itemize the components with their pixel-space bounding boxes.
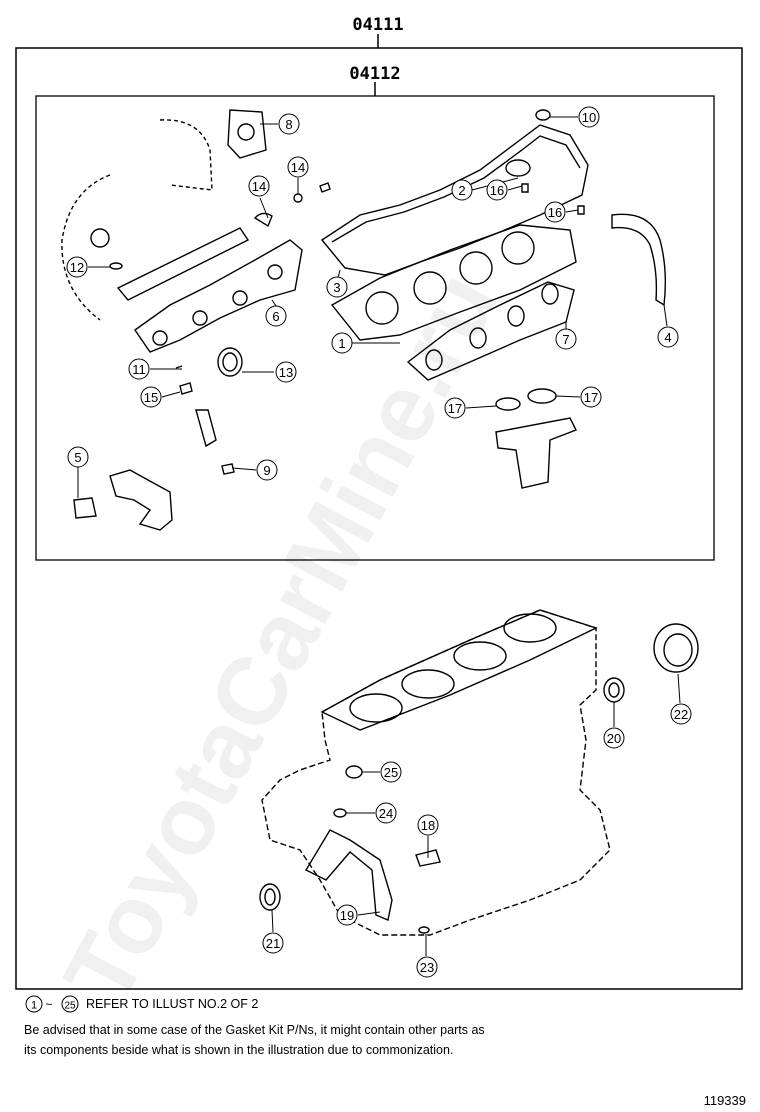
callout-24: 24	[375, 802, 397, 824]
note-refer: REFER TO ILLUST NO.2 OF 2	[86, 997, 259, 1011]
callout-12: 12	[66, 256, 88, 278]
svg-text:2: 2	[458, 183, 465, 198]
figure-number: 119339	[703, 1093, 746, 1108]
svg-text:9: 9	[263, 463, 270, 478]
svg-text:14: 14	[252, 179, 266, 194]
svg-text:19: 19	[340, 908, 354, 923]
svg-text:17: 17	[448, 401, 462, 416]
svg-text:20: 20	[607, 731, 621, 746]
note-range-start: 1	[31, 1000, 37, 1012]
svg-text:18: 18	[421, 818, 435, 833]
outer-frame	[15, 47, 743, 990]
svg-text:16: 16	[490, 183, 504, 198]
callout-16a: 16	[486, 179, 508, 201]
callout-1: 1	[331, 332, 353, 354]
note-line-2: Be advised that in some case of the Gask…	[24, 1023, 485, 1037]
outer-part-code: 04111	[352, 15, 403, 35]
callout-8: 8	[278, 113, 300, 135]
callout-bubbles: 1 2 3 4 5 6 7 8 9 10 11 12 13 14 14 15 1…	[66, 106, 692, 978]
svg-text:7: 7	[562, 332, 569, 347]
svg-text:5: 5	[74, 450, 81, 465]
svg-text:13: 13	[279, 365, 293, 380]
svg-text:21: 21	[266, 936, 280, 951]
callout-14b: 14	[287, 156, 309, 178]
callout-20: 20	[603, 727, 625, 749]
callout-22: 22	[670, 703, 692, 725]
note-range-end: 25	[64, 1001, 76, 1012]
svg-text:1: 1	[338, 336, 345, 351]
svg-text:15: 15	[144, 390, 158, 405]
svg-text:24: 24	[379, 806, 393, 821]
callout-19: 19	[336, 904, 358, 926]
callout-7: 7	[555, 328, 577, 350]
svg-text:23: 23	[420, 960, 434, 975]
inner-part-code: 04112	[349, 64, 400, 84]
note-line-3: its components beside what is shown in t…	[24, 1043, 454, 1057]
callout-6: 6	[265, 305, 287, 327]
callout-4: 4	[657, 326, 679, 348]
callout-25: 25	[380, 761, 402, 783]
callout-18: 18	[417, 814, 439, 836]
svg-text:14: 14	[291, 160, 305, 175]
svg-text:12: 12	[70, 260, 84, 275]
svg-text:17: 17	[584, 390, 598, 405]
callout-9: 9	[256, 459, 278, 481]
callout-13: 13	[275, 361, 297, 383]
svg-text:11: 11	[132, 362, 146, 377]
svg-text:10: 10	[582, 110, 596, 125]
note-range: 1 ~ 25	[25, 995, 79, 1013]
svg-text:8: 8	[285, 117, 292, 132]
callout-11: 11	[128, 358, 150, 380]
svg-text:22: 22	[674, 707, 688, 722]
upper-illustration	[61, 109, 667, 531]
svg-text:3: 3	[333, 280, 340, 295]
callout-2: 2	[451, 179, 473, 201]
leader-lines	[77, 116, 681, 956]
callout-17a: 17	[444, 397, 466, 419]
inner-frame	[35, 95, 715, 561]
lower-illustration	[259, 609, 699, 936]
callout-15: 15	[140, 386, 162, 408]
svg-text:4: 4	[664, 330, 671, 345]
callout-5: 5	[67, 446, 89, 468]
callout-16b: 16	[544, 201, 566, 223]
callout-3: 3	[326, 276, 348, 298]
callout-17b: 17	[580, 386, 602, 408]
svg-text:25: 25	[384, 765, 398, 780]
svg-text:6: 6	[272, 309, 279, 324]
callout-21: 21	[262, 932, 284, 954]
callout-10: 10	[578, 106, 600, 128]
svg-text:16: 16	[548, 205, 562, 220]
note-range-sep: ~	[45, 998, 52, 1012]
callout-23: 23	[416, 956, 438, 978]
callout-14a: 14	[248, 175, 270, 197]
